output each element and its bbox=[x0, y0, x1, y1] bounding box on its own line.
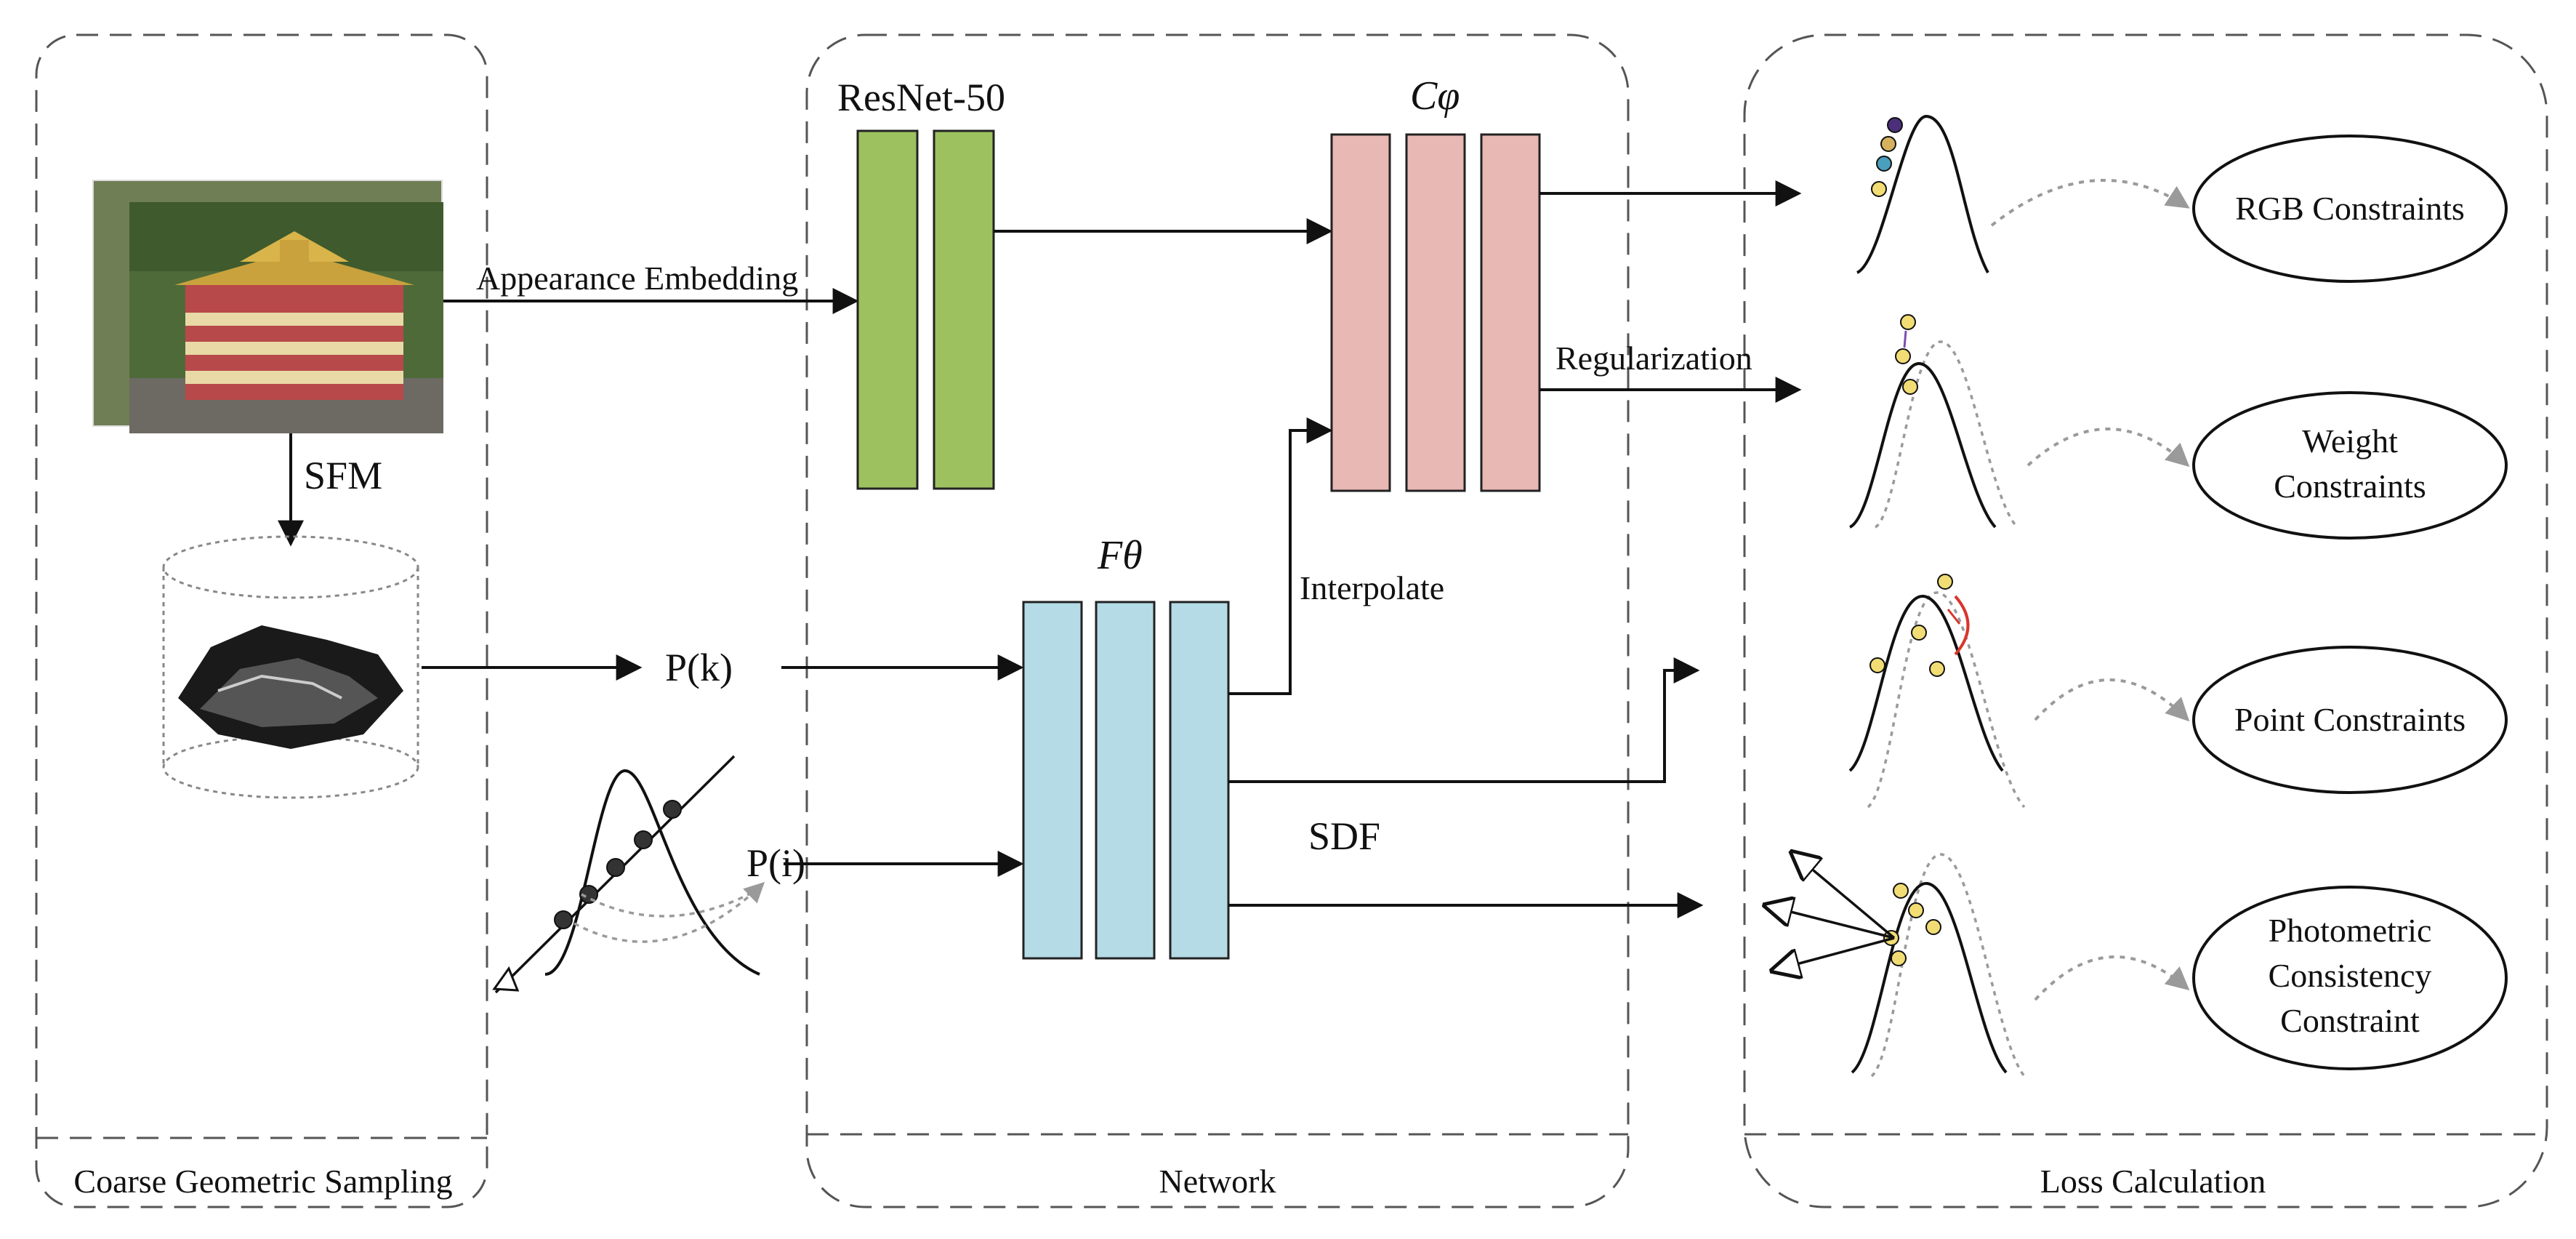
sdf-label: SDF bbox=[1308, 814, 1380, 858]
point-constraints-node: Point Constraints bbox=[2192, 646, 2508, 794]
input-image-stack bbox=[92, 180, 443, 433]
weight-constraints-line1: Weight bbox=[2302, 422, 2398, 460]
point-cloud-cylinder bbox=[162, 535, 419, 799]
sfm-label: SFM bbox=[304, 454, 382, 497]
point-constraints-text: Point Constraints bbox=[2234, 701, 2466, 738]
panel-title-loss: Loss Calculation bbox=[2040, 1163, 2266, 1200]
panel-loss-frame bbox=[1743, 33, 2548, 1208]
weight-dotted-arrow bbox=[2026, 428, 2190, 468]
regularization-label: Regularization bbox=[1555, 340, 1752, 377]
appearance-embedding-label: Appearance Embedding bbox=[476, 260, 798, 297]
interpolate-arrow bbox=[1228, 417, 1333, 695]
weight-constraints-node: Weight Constraints bbox=[2192, 391, 2508, 540]
panel-title-coarse: Coarse Geometric Sampling bbox=[73, 1163, 452, 1200]
cphi-block bbox=[1330, 133, 1541, 492]
rgb-constraints-node: RGB Constraints bbox=[2192, 135, 2508, 283]
panel-coarse-frame bbox=[35, 33, 488, 1208]
interpolate-label: Interpolate bbox=[1300, 569, 1444, 606]
photometric-line3: Constraint bbox=[2280, 1002, 2420, 1039]
photometric-line2: Consistency bbox=[2269, 957, 2432, 994]
photometric-curve-sketch bbox=[1765, 852, 2026, 1078]
photometric-dotted-arrow bbox=[2034, 955, 2190, 1001]
rgb-dotted-arrow bbox=[1990, 178, 2190, 227]
ftheta-label: Fθ bbox=[1097, 533, 1143, 578]
rgb-constraints-text: RGB Constraints bbox=[2235, 190, 2465, 227]
sdf-upper-arrow bbox=[1228, 657, 1700, 783]
panel-title-network: Network bbox=[1159, 1163, 1276, 1200]
ftheta-block bbox=[1022, 601, 1230, 960]
point-curve-sketch bbox=[1848, 574, 2026, 809]
photometric-constraint-node: Photometric Consistency Constraint bbox=[2192, 886, 2508, 1070]
panel-network-frame bbox=[805, 33, 1630, 1208]
ray-sampling-sketch bbox=[492, 755, 765, 994]
resnet-block bbox=[856, 129, 995, 490]
photometric-line1: Photometric bbox=[2269, 912, 2432, 949]
cphi-label: Cφ bbox=[1410, 73, 1460, 119]
weight-constraints-line2: Constraints bbox=[2274, 468, 2426, 505]
point-dotted-arrow bbox=[2034, 678, 2190, 722]
resnet-label: ResNet-50 bbox=[837, 76, 1005, 119]
pk-label: P(k) bbox=[665, 646, 733, 689]
weight-curve-sketch bbox=[1848, 314, 2018, 529]
rgb-curve-sketch bbox=[1856, 114, 1989, 274]
